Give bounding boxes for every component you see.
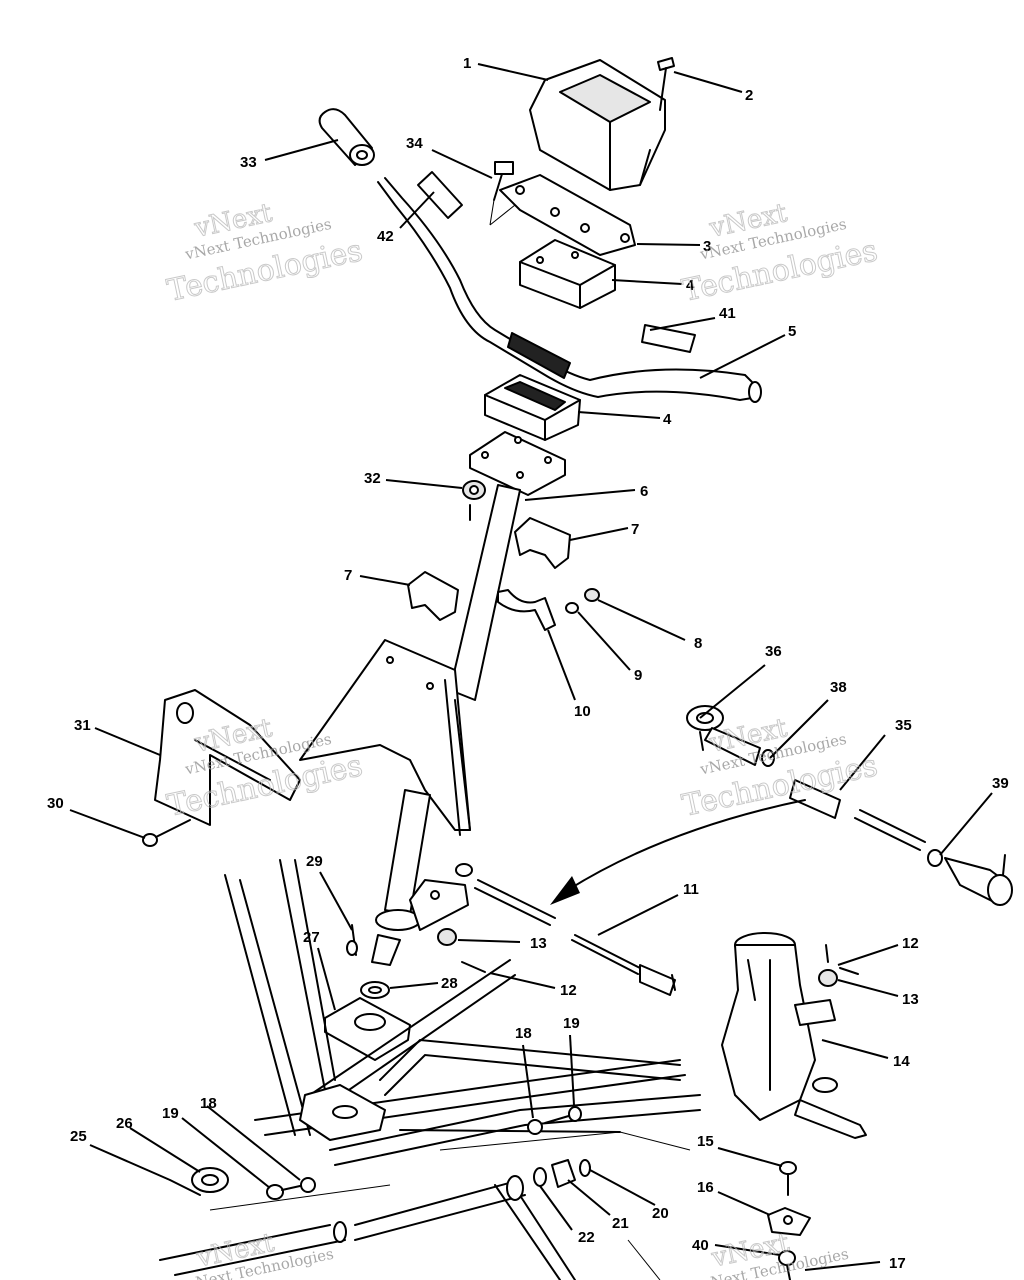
callout-6: 6 xyxy=(640,483,648,500)
steering-post xyxy=(449,431,566,701)
callout-41: 41 xyxy=(719,305,736,322)
callout-14: 14 xyxy=(893,1053,910,1070)
watermark-group-top-right: vNext vNext Technologies Technologies xyxy=(679,198,881,310)
spindle-bolt xyxy=(779,1161,797,1196)
pivot-pin xyxy=(169,1179,201,1196)
callout-16: 16 xyxy=(697,1179,714,1196)
tie-rod xyxy=(455,863,676,996)
detail-arrow xyxy=(550,799,806,905)
callout-39: 39 xyxy=(992,775,1009,792)
callout-8: 8 xyxy=(694,635,702,652)
pivot-bolt-left xyxy=(266,1184,301,1200)
callout-2: 2 xyxy=(745,87,753,104)
tierod-nut-right xyxy=(818,969,838,987)
callout-12-left: 12 xyxy=(560,982,577,999)
cotter-pin-left xyxy=(461,961,486,973)
callout-15: 15 xyxy=(697,1133,714,1150)
handlebar-cover xyxy=(529,59,666,191)
lower-clamp-block xyxy=(484,374,581,441)
a-arm-bushing-stack xyxy=(533,1159,591,1188)
callout-3: 3 xyxy=(703,238,711,255)
callout-27: 27 xyxy=(303,929,320,946)
grease-fitting xyxy=(778,1250,796,1280)
chassis-frame xyxy=(159,859,701,1280)
callout-9: 9 xyxy=(634,667,642,684)
callout-36: 36 xyxy=(765,643,782,660)
callout-18-right: 18 xyxy=(515,1025,532,1042)
handlebar xyxy=(377,177,762,403)
lower-steering-shaft xyxy=(371,789,431,966)
watermark-group-top-left: vNext vNext Technologies Technologies xyxy=(164,198,366,310)
callout-12-right: 12 xyxy=(902,935,919,952)
callout-19-right: 19 xyxy=(563,1015,580,1032)
callout-7-right: 7 xyxy=(631,521,639,538)
mounting-bracket xyxy=(154,689,301,826)
callout-17: 17 xyxy=(889,1255,906,1272)
upper-clamp-block xyxy=(519,239,616,309)
leader-lines xyxy=(69,63,993,1271)
callout-7-left: 7 xyxy=(344,567,352,584)
pivot-washer xyxy=(191,1167,229,1193)
bushing-left xyxy=(407,571,459,621)
watermark-group-bottom-left: vNext vNext Technologies xyxy=(185,1227,335,1280)
callout-28: 28 xyxy=(441,975,458,992)
callout-4-lower: 4 xyxy=(663,411,672,428)
callout-18-left: 18 xyxy=(200,1095,217,1112)
callout-32: 32 xyxy=(364,470,381,487)
callout-34: 34 xyxy=(406,135,423,152)
parts-layer xyxy=(142,57,1013,1280)
callout-33: 33 xyxy=(240,154,257,171)
callout-26: 26 xyxy=(116,1115,133,1132)
spindle-plate xyxy=(767,1207,811,1236)
spindle xyxy=(721,932,867,1139)
callout-20: 20 xyxy=(652,1205,669,1222)
pitman-arm xyxy=(409,879,469,931)
pivot-washer-left xyxy=(300,1177,316,1193)
callout-11: 11 xyxy=(683,881,699,898)
cotter-pin-right xyxy=(825,944,859,975)
strap-nut xyxy=(584,588,600,602)
callout-29: 29 xyxy=(306,853,323,870)
dash-panel xyxy=(299,639,471,836)
bushing-strap xyxy=(497,589,556,631)
callout-35: 35 xyxy=(895,717,912,734)
handle-grip xyxy=(318,108,375,166)
tie-rod-assembly xyxy=(686,705,1013,906)
decal-right xyxy=(641,324,696,353)
callout-25: 25 xyxy=(70,1128,87,1145)
shaft-washer xyxy=(360,981,390,999)
strap-washer xyxy=(565,602,579,614)
callout-30: 30 xyxy=(47,795,64,812)
callout-42: 42 xyxy=(377,228,394,245)
callout-21: 21 xyxy=(612,1215,629,1232)
callout-38: 38 xyxy=(830,679,847,696)
callout-1: 1 xyxy=(463,55,471,72)
bearing-plate xyxy=(324,997,411,1061)
callout-10: 10 xyxy=(574,703,591,720)
callout-31: 31 xyxy=(74,717,91,734)
callout-40: 40 xyxy=(692,1237,709,1254)
tierod-nut-left xyxy=(437,928,457,946)
cover-screw xyxy=(657,57,675,111)
bracket-bolt xyxy=(142,819,191,847)
callout-13-left: 13 xyxy=(530,935,547,952)
decal-left xyxy=(417,171,463,219)
pivot-bolt-right xyxy=(544,1106,582,1124)
callout-13-right: 13 xyxy=(902,991,919,1008)
callout-22: 22 xyxy=(578,1229,595,1246)
callout-5: 5 xyxy=(788,323,796,340)
bushing-right xyxy=(514,517,571,569)
upper-clamp-plate xyxy=(499,174,636,256)
callout-labels: 1 2 3 4 4 5 6 7 7 8 9 10 11 12 12 13 13 … xyxy=(47,55,1009,1272)
cotter-pin-shaft xyxy=(346,924,358,956)
post-nut xyxy=(462,480,486,521)
callout-4-upper: 4 xyxy=(686,277,695,294)
pivot-washer-right xyxy=(527,1119,543,1135)
callout-19-left: 19 xyxy=(162,1105,179,1122)
